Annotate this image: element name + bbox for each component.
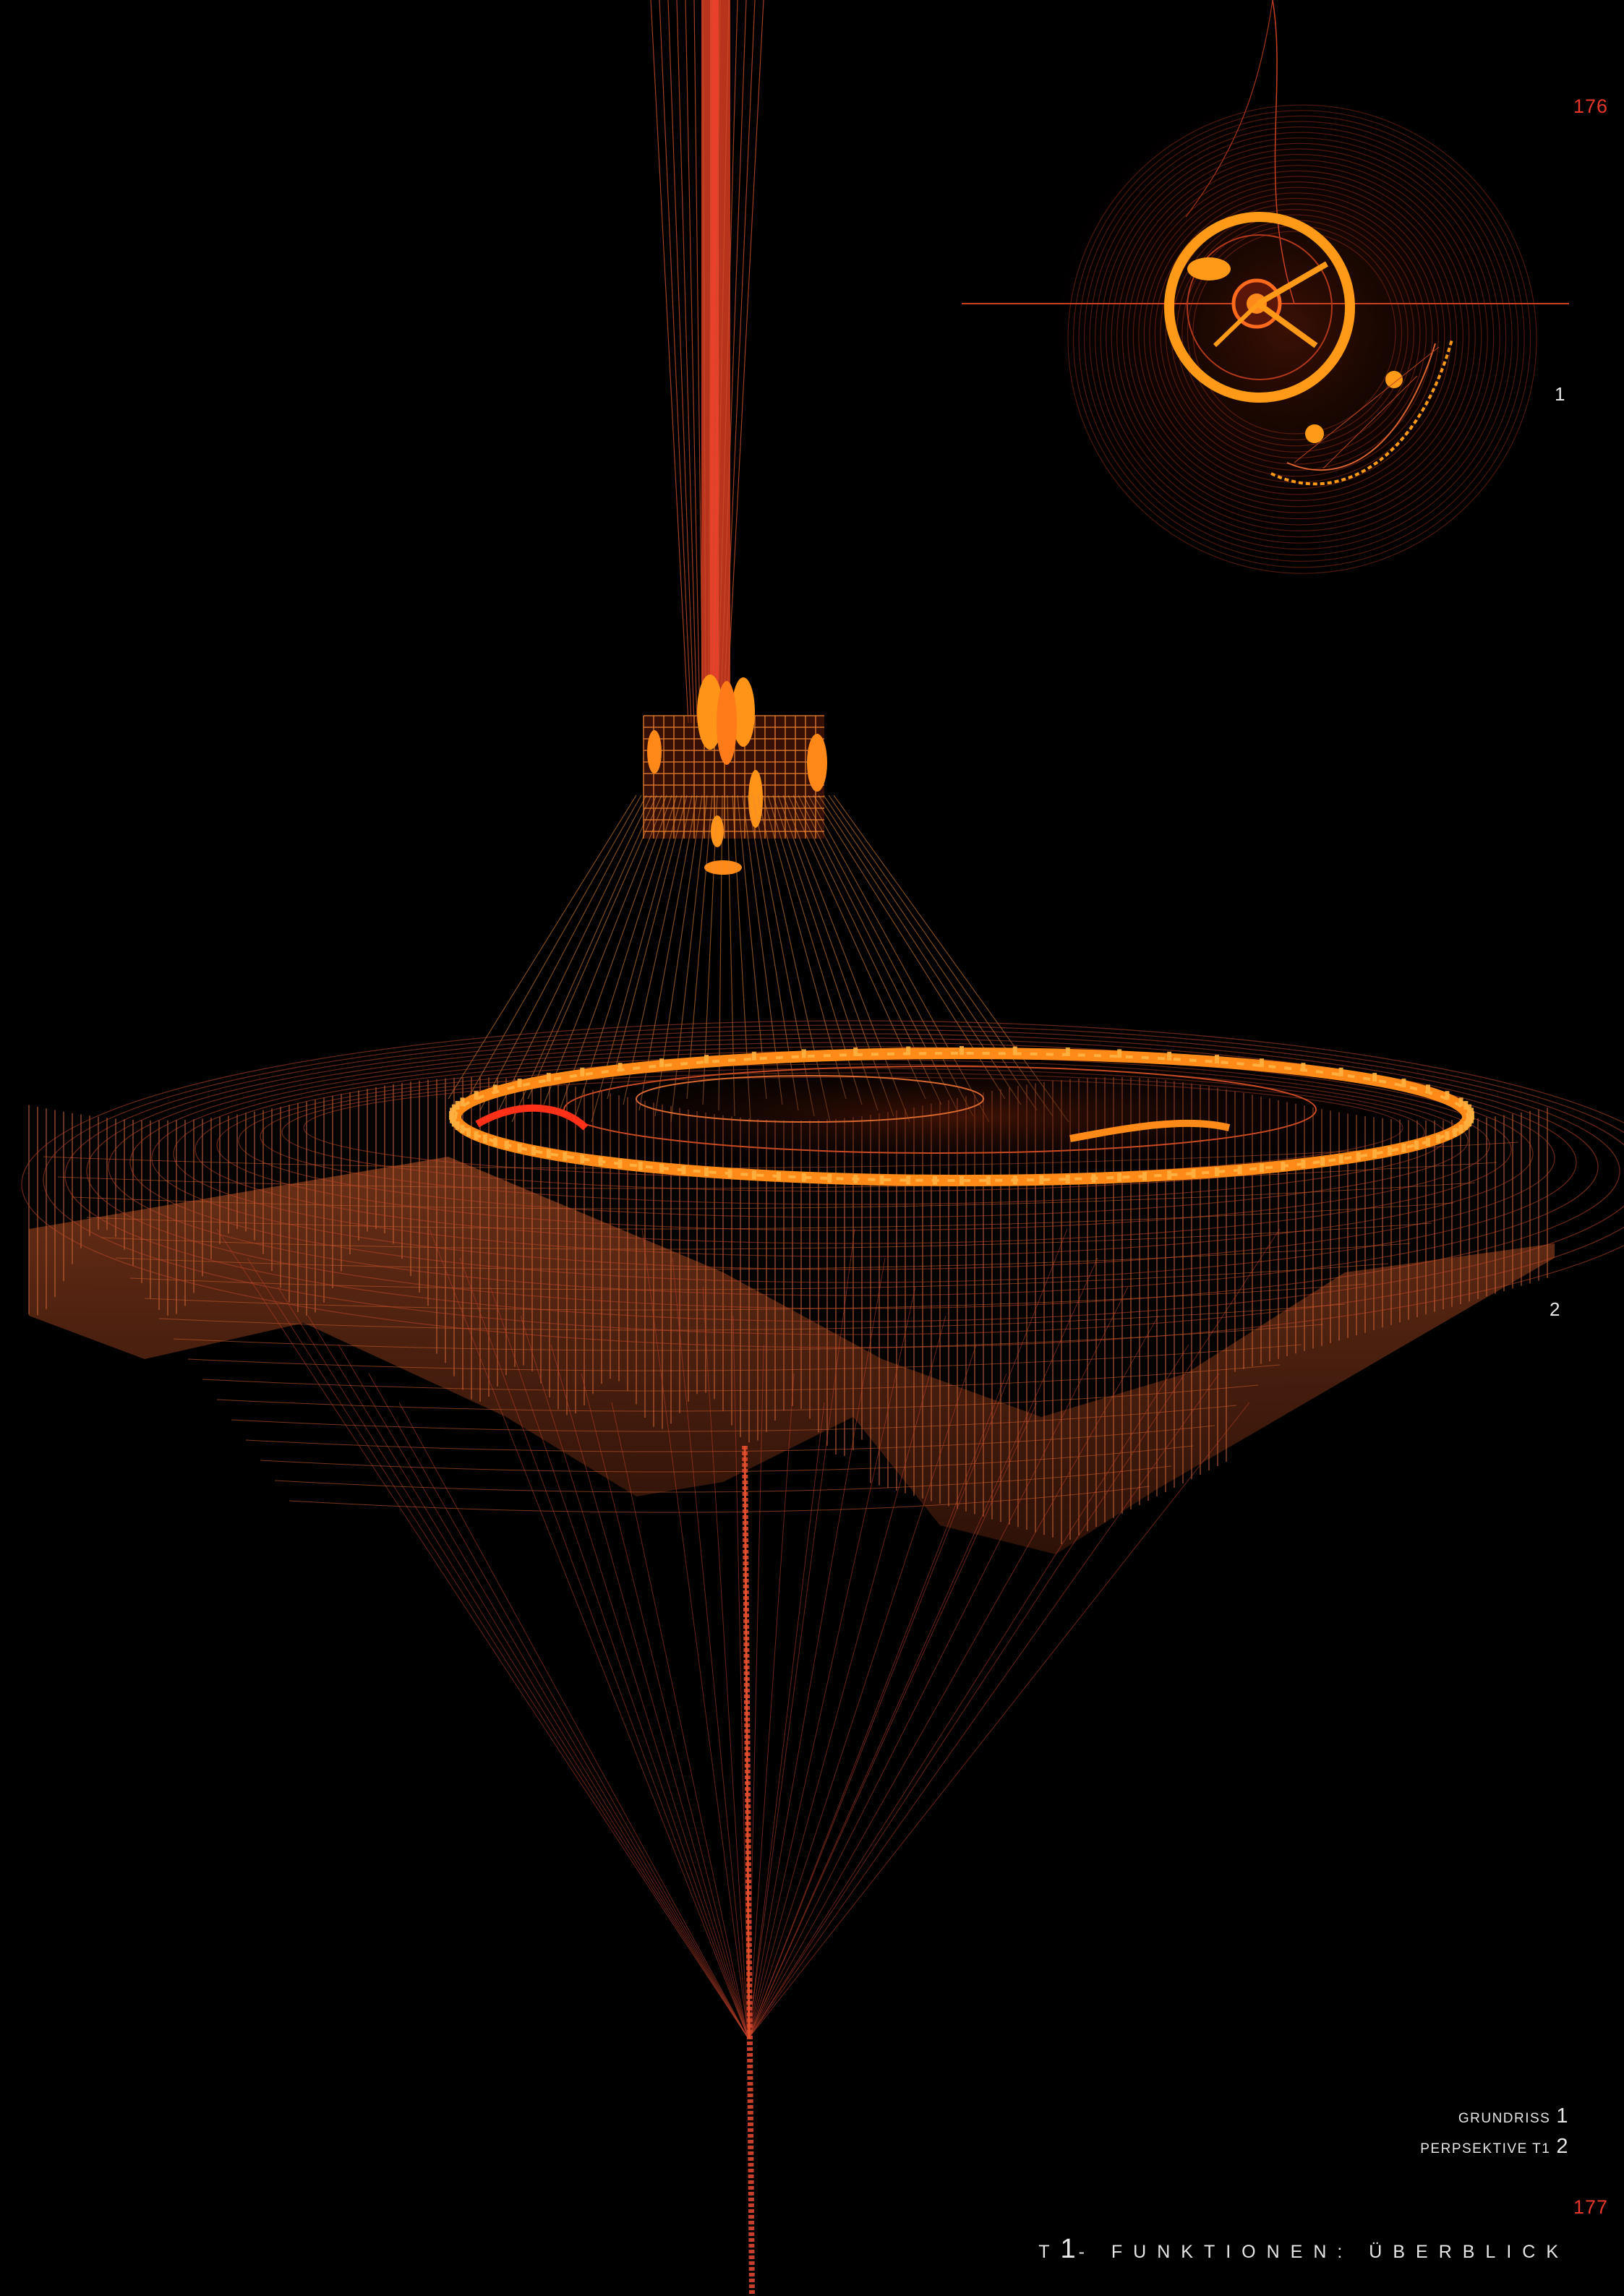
legend-item-perspektive: PERPSEKTIVE T1 2 (1420, 2133, 1569, 2163)
perspective-wireframe-render (21, 0, 1624, 2296)
footer-title-prefix: T (1038, 2242, 1061, 2262)
grundriss-plan-drawing (962, 0, 1569, 575)
footer-title-number: 1 (1060, 2234, 1079, 2264)
legend-item-grundriss: GRUNDRISS 1 (1420, 2102, 1569, 2133)
footer-title-text: - FUNKTIONEN: ÜBERBLICK (1078, 2242, 1569, 2262)
view-marker-plan: 1 (1555, 383, 1565, 405)
lower-spine (742, 1445, 755, 2296)
legend-number: 1 (1556, 2104, 1569, 2128)
vertical-shaft (650, 0, 764, 724)
view-marker-perspective: 2 (1550, 1298, 1560, 1320)
page-number-bottom: 177 (1573, 2196, 1608, 2218)
figure-legend: GRUNDRISS 1 PERPSEKTIVE T1 2 (1420, 2102, 1569, 2163)
legend-label: PERPSEKTIVE T1 (1420, 2141, 1551, 2156)
legend-number: 2 (1556, 2135, 1569, 2158)
legend-label: GRUNDRISS (1458, 2111, 1551, 2126)
disk-platform (441, 1046, 1482, 1186)
footer-title: T1- FUNKTIONEN: ÜBERBLICK (1038, 2234, 1569, 2265)
page-number-top: 176 (1573, 95, 1608, 117)
